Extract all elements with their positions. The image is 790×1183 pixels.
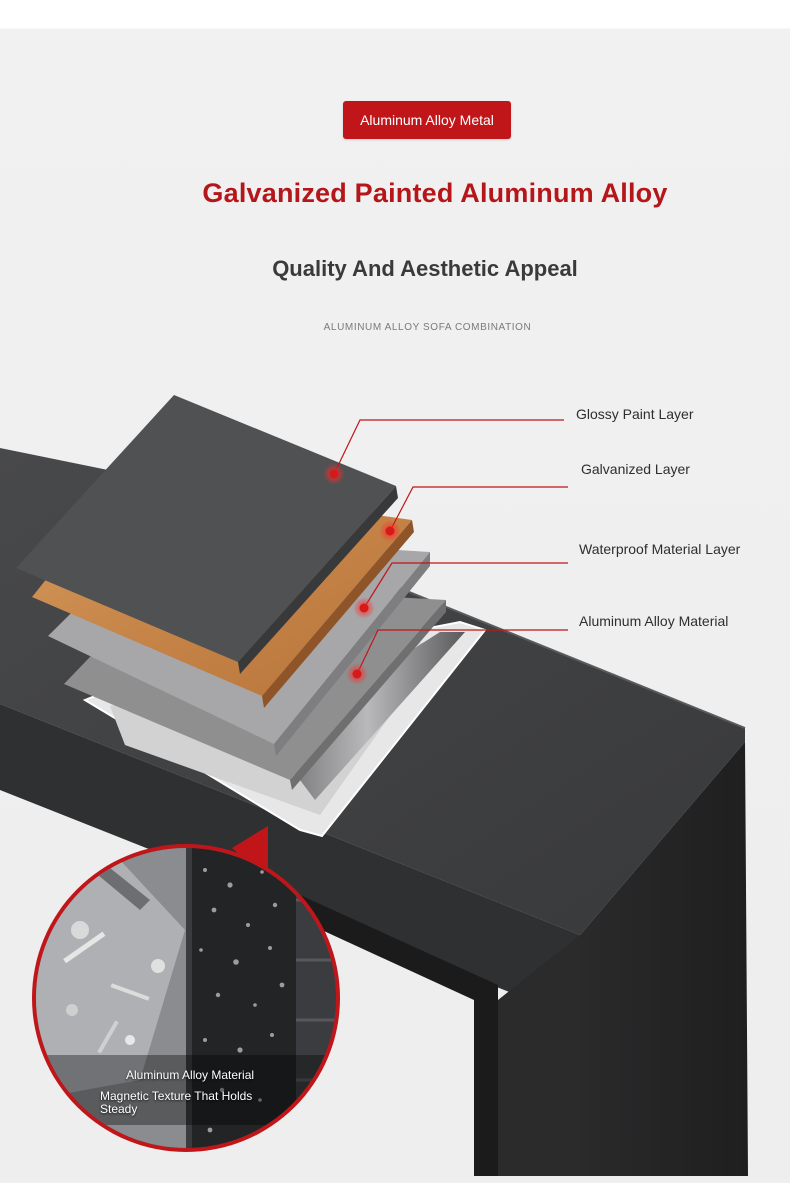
page-subheadline: Quality And Aesthetic Appeal (272, 256, 578, 281)
inset-caption-line2: Steady (100, 1102, 138, 1116)
callout-line-galvanized (389, 486, 568, 532)
frame-leg-side (580, 742, 748, 1176)
layer-label-galvanized: Galvanized Layer (581, 461, 690, 477)
inset-caption-line1: Magnetic Texture That Holds (100, 1089, 253, 1103)
layer-label-alloy: Aluminum Alloy Material (579, 613, 729, 629)
page-tagline: ALUMINUM ALLOY SOFA COMBINATION (323, 322, 532, 333)
callout-dot-waterproof (353, 597, 375, 619)
layer-label-paint: Glossy Paint Layer (576, 406, 694, 422)
category-badge: Aluminum Alloy Metal (343, 101, 511, 139)
magnet-inset-photo (32, 844, 340, 1152)
layer-plate-paint (16, 395, 396, 662)
callout-line-waterproof (363, 562, 568, 609)
callout-dot-galvanized (379, 520, 401, 542)
callout-line-paint (333, 419, 564, 475)
callout-dot-paint (323, 463, 345, 485)
layer-plate-waterproof-edge (274, 552, 430, 756)
frame-inner-edge (300, 895, 498, 1176)
callout-line-alloy (356, 629, 568, 675)
inset-caption-title: Aluminum Alloy Material (126, 1068, 255, 1082)
frame-leg-front (498, 935, 580, 1176)
frame-front (0, 704, 580, 1020)
layer-label-waterproof: Waterproof Material Layer (579, 541, 741, 557)
layer-plate-paint-edge (238, 486, 398, 674)
layer-plate-galvanized-edge (262, 520, 414, 708)
layer-plate-alloy-edge (290, 600, 446, 790)
page-headline: Galvanized Painted Aluminum Alloy (202, 178, 668, 208)
callout-dot-alloy (346, 663, 368, 685)
